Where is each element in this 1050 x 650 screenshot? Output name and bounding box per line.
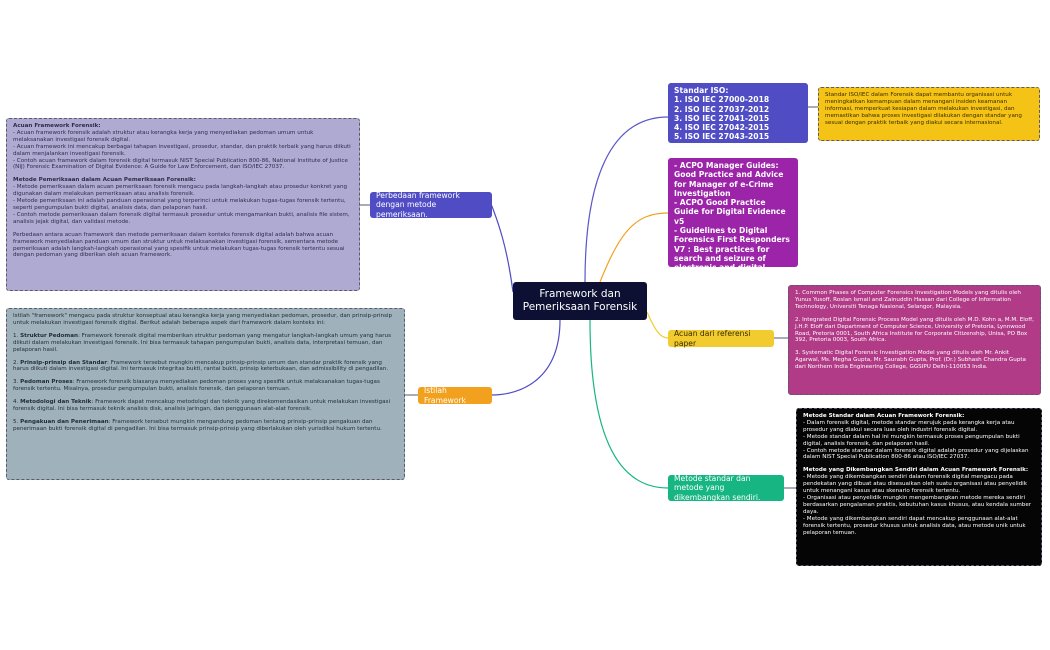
note-istilah: Istilah "framework" mengacu pada struktu… [6,308,405,480]
central-topic[interactable]: Framework dan Pemeriksaan Forensik [513,282,647,320]
note-acuan-item: 3. Systematic Digital Forensic Investiga… [795,350,1026,371]
item-number: 2. [13,359,21,366]
item-number: 3. [13,379,21,386]
topic-metode-standar[interactable]: Metode standar dan metode yang dikembang… [668,474,784,502]
acpo-item: - ACPO Good Practice Guide for Digital E… [674,198,786,226]
item-number: 1. [13,332,21,339]
note-perbedaan-p2-title: Metode Pemeriksaan dalam Acuan Pemeriksa… [13,177,196,184]
note-istilah-intro: Istilah "framework" mengacu pada struktu… [13,313,393,326]
note-metode-p1-body: - Dalam forensik digital, metode standar… [803,419,1029,461]
note-acuan-referensi: 1. Common Phases of Computer Forensics I… [788,285,1041,395]
note-perbedaan-p2: Metode Pemeriksaan dalam Acuan Pemeriksa… [13,177,353,225]
link-acuan-referensi [646,311,669,339]
link-perbedaan [491,204,514,293]
item-number: 5. [13,418,21,425]
note-metode-p2: Metode yang Dikembangkan Sendiri dalam A… [803,467,1035,536]
item-term: Pedoman Proses [20,379,73,386]
note-metode-p2-title: Metode yang Dikembangkan Sendiri dalam A… [803,467,1029,474]
note-metode-standar: Metode Standar dalam Acuan Framework For… [796,408,1042,566]
note-perbedaan-p2-body: - Metode pemeriksaan dalam acuan pemerik… [13,184,350,225]
standar-iso-title: Standar ISO: [674,86,729,95]
iso-item: 2. ISO IEC 27037-2012 [674,104,770,114]
istilah-title: Istilah Framework [424,386,467,405]
note-acuan-item: 2. Integrated Digital Forensic Process M… [795,316,1034,344]
acpo-item: - Guidelines to Digital Forensics First … [674,226,790,282]
note-perbedaan-p1: Acuan Framework Forensik: - Acuan framew… [13,123,353,171]
link-metode-standar [589,319,669,489]
item-text: : Framework tersebut mungkin mencakup pr… [13,359,389,373]
link-standar-iso [584,116,669,283]
link-istilah [491,319,561,396]
note-metode-p2-body: - Metode yang dikembangkan sendiri dalam… [803,474,1032,536]
note-istilah-item: 2. Prinsip-prinsip dan Standar: Framewor… [13,360,398,374]
note-perbedaan: Acuan Framework Forensik: - Acuan framew… [6,118,360,291]
topic-standar-iso[interactable]: Standar ISO: 1. ISO IEC 27000-2018 2. IS… [668,83,808,143]
topic-perbedaan[interactable]: Perbedaan framework dengan metode pemeri… [370,191,492,219]
note-istilah-item: 5. Pengakuan dan Penerimaan: Framework t… [13,419,398,433]
note-istilah-item: 3. Pedoman Proses: Framework forensik bi… [13,379,398,393]
iso-item: 3. ISO IEC 27041-2015 [674,113,770,123]
note-perbedaan-p1-body: - Acuan framework forensik adalah strukt… [13,129,351,171]
iso-item: 4. ISO IEC 27042-2015 [674,123,770,133]
perbedaan-title: Perbedaan framework dengan metode pemeri… [376,191,460,219]
item-text: : Framework dapat mencakup metodologi da… [13,399,391,413]
item-term: Prinsip-prinsip dan Standar [20,359,108,366]
note-metode-p1: Metode Standar dalam Acuan Framework For… [803,413,1035,461]
link-acpo [599,212,669,283]
item-text: : Framework tersebut mungkin mengandung … [13,418,382,432]
acuan-referensi-title: Acuan dari referensi paper [674,329,751,348]
item-term: Metodologi dan Teknik [20,399,92,406]
topic-acpo[interactable]: - ACPO Manager Guides: Good Practice and… [668,158,798,282]
item-number: 4. [13,399,21,406]
central-topic-label: Framework dan Pemeriksaan Forensik [522,288,638,313]
acpo-item: - ACPO Manager Guides: Good Practice and… [674,161,784,198]
item-term: Pengakuan dan Penerimaan [20,418,109,425]
topic-acuan-referensi[interactable]: Acuan dari referensi paper [668,329,774,348]
note-acuan-item: 1. Common Phases of Computer Forensics I… [795,290,1021,310]
iso-item: 1. ISO IEC 27000-2018 [674,95,770,105]
item-text: : Framework forensik biasanya menyediaka… [13,379,380,393]
note-standar-iso-text: Standar ISO/IEC dalam Forensik dapat mem… [825,92,1022,126]
note-metode-p1-title: Metode Standar dalam Acuan Framework For… [803,413,965,419]
note-perbedaan-p1-title: Acuan Framework Forensik: [13,123,101,129]
metode-standar-title: Metode standar dan metode yang dikembang… [674,474,761,502]
note-standar-iso: Standar ISO/IEC dalam Forensik dapat mem… [818,87,1040,141]
topic-istilah[interactable]: Istilah Framework [418,386,492,405]
note-perbedaan-p3: Perbedaan antara acuan framework dan met… [13,231,345,259]
note-istilah-item: 4. Metodologi dan Teknik: Framework dapa… [13,399,398,413]
iso-item: 5. ISO IEC 27043-2015 [674,132,770,142]
note-istilah-item: 1. Struktur Pedoman: Framework forensik … [13,333,398,354]
item-term: Struktur Pedoman [20,332,78,339]
acpo-list: - ACPO Manager Guides: Good Practice and… [674,161,792,282]
standar-iso-list: 1. ISO IEC 27000-2018 2. ISO IEC 27037-2… [674,95,802,141]
item-text: : Framework forensik digital memberikan … [13,332,391,353]
